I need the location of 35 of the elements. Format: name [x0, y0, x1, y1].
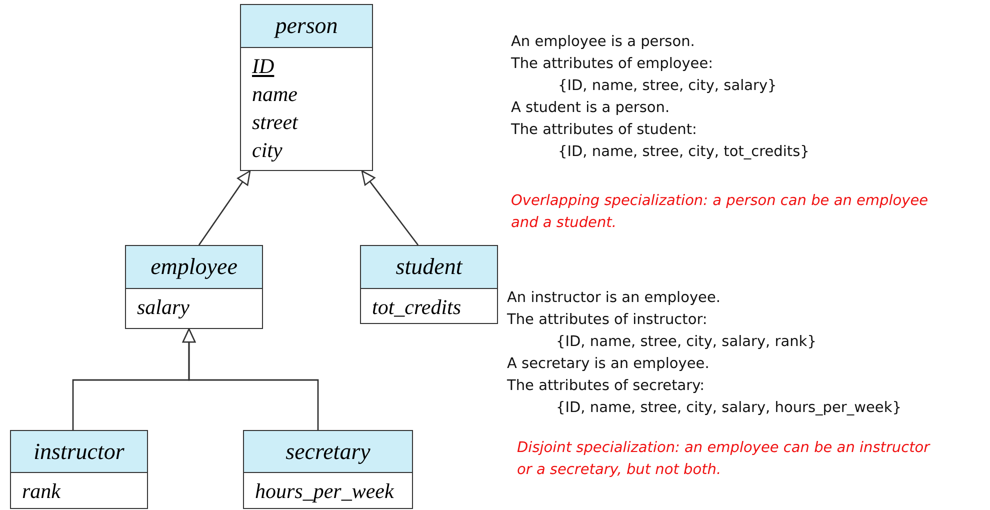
note: Overlapping specialization: a person can be an employee and a student. — [511, 192, 930, 233]
description-text: An instructor is an employee. — [507, 289, 720, 308]
key-attribute: ID — [252, 53, 274, 80]
description-text: {ID, name, stree, city, salary, rank} — [556, 333, 816, 352]
attribute: street — [252, 109, 298, 136]
attribute: salary — [137, 294, 190, 321]
description-text: {ID, name, stree, city, salary} — [558, 77, 777, 96]
description-text: An employee is a person. — [511, 33, 695, 52]
generalization-arrow — [182, 328, 319, 430]
description-text: A secretary is an employee. — [507, 355, 710, 374]
attribute: name — [252, 81, 298, 108]
note: Disjoint specialization: an employee can be an instructor or a secretary, but not both. — [517, 439, 932, 480]
entity-box — [243, 430, 413, 509]
description-text: {ID, name, stree, city, tot_credits} — [558, 143, 810, 162]
description-text: The attributes of student: — [511, 121, 697, 140]
attribute: city — [252, 137, 282, 164]
attribute: tot_credits — [372, 294, 462, 321]
entity-box — [240, 4, 373, 171]
entity-name: person — [241, 5, 372, 48]
description-text: The attributes of instructor: — [507, 311, 708, 330]
entity-box — [125, 245, 263, 329]
description-text: The attributes of secretary: — [507, 377, 705, 396]
generalization-arrow — [198, 170, 251, 246]
entity-name: secretary — [244, 431, 412, 473]
description-text: {ID, name, stree, city, salary, hours_per_week} — [556, 399, 902, 418]
entity-name: employee — [126, 246, 262, 289]
entity-name: student — [361, 246, 497, 289]
entity-name: instructor — [11, 431, 147, 473]
description-text: A student is a person. — [511, 99, 670, 118]
entity-box — [10, 430, 148, 509]
generalization-arrow — [361, 170, 419, 246]
attribute: rank — [22, 478, 60, 505]
entity-box — [360, 245, 498, 324]
description-text: The attributes of employee: — [511, 55, 714, 74]
attribute: hours_per_week — [255, 478, 394, 505]
